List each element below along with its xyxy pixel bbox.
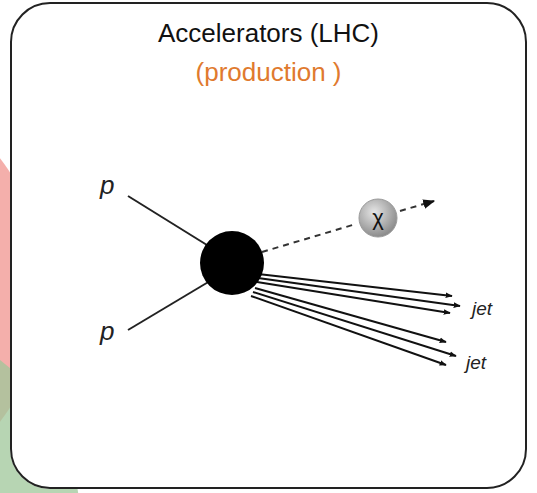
panel-subtitle: (production ) [12,57,525,88]
jet-track [255,288,446,342]
jet-label: jet [472,298,492,320]
panel-fill [10,2,527,489]
particle-label: p [100,316,114,347]
proton-line [128,278,215,330]
jet-track [253,292,456,356]
particle-circle: χ [358,198,398,238]
jet-label: jet [466,352,486,374]
panel-box: χ Accelerators (LHC) (production ) [10,2,527,489]
jet-track [258,274,452,296]
particle-label: p [100,170,114,201]
interaction-vertex [200,231,264,295]
particle-sphere [359,199,397,237]
dark-matter-arrow [400,201,434,211]
feynman-illustration [128,196,460,365]
dark-matter-line [262,224,356,252]
jet-track [258,278,460,306]
jet-track [251,296,446,365]
particle-symbol: χ [372,205,384,231]
proton-line [128,196,215,250]
panel-title: Accelerators (LHC) [12,18,525,49]
